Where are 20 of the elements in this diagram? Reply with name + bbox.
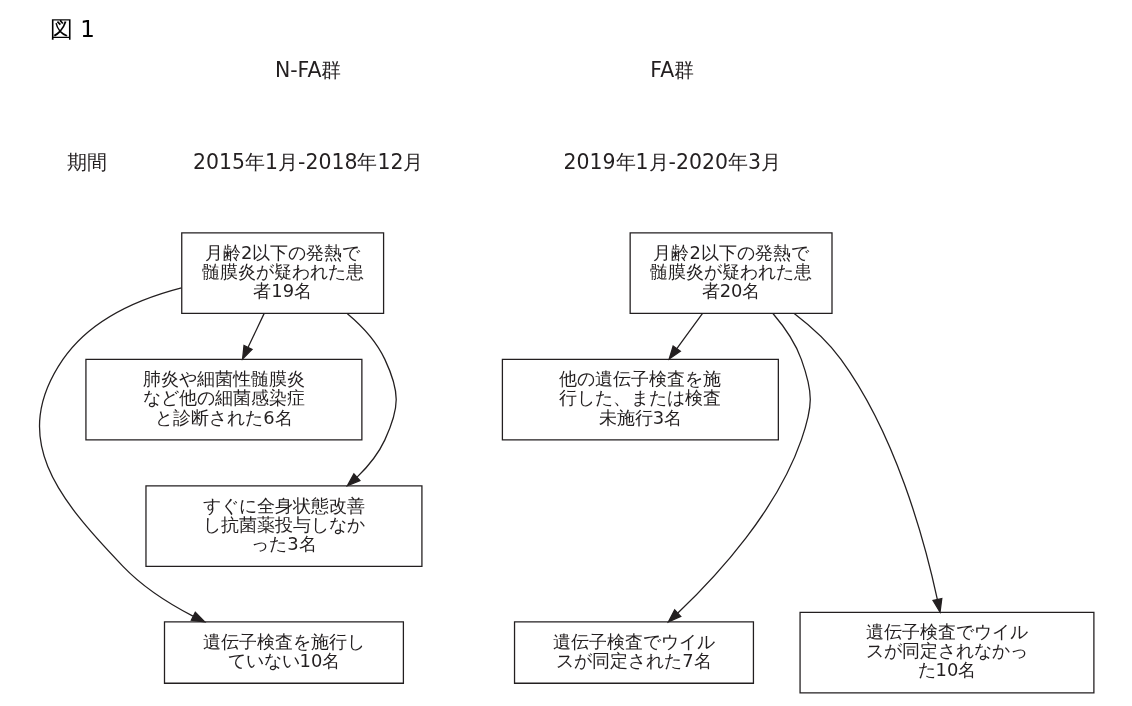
diagram-title: 図 1 [49,15,95,42]
arrow [38,287,206,623]
node-box: 月齢2以下の発熱で髄膜炎が疑われた患者19名 [180,232,384,315]
node-box: 他の遺伝子検査を施行した、または検査未施行3名 [501,358,779,441]
arrow [241,313,265,361]
node-box: 肺炎や細菌性髄膜炎など他の細菌感染症と診断された6名 [84,358,362,441]
label: 期間 [66,149,107,174]
node-box: 遺伝子検査でウイルスが同定された7名 [513,621,754,684]
label: 2019年1月-2020年3月 [563,149,781,174]
arrow [666,312,811,624]
node-box: 月齢2以下の発熱で髄膜炎が疑われた患者20名 [629,232,833,315]
arrow [345,313,397,488]
arrow [793,312,943,614]
label: 2015年1月-2018年12月 [192,149,423,174]
node-box: すぐに全身状態改善し抗菌薬投与しなかった3名 [144,485,423,567]
node-box: 遺伝子検査でウイルスが同定されなかった10名 [798,611,1095,694]
label: N-FA群 [274,57,341,82]
node-box: 遺伝子検査を施行していない10名 [163,621,404,684]
label: FA群 [649,57,694,82]
arrow [667,313,703,361]
